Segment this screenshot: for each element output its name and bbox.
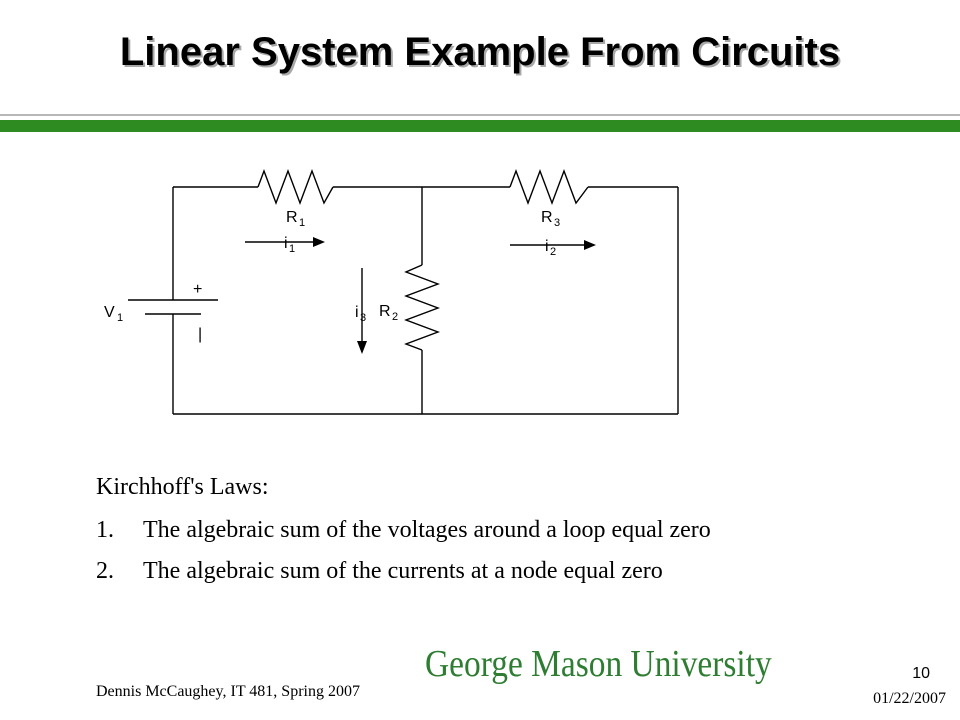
resistor-r1: [257, 169, 334, 205]
list-number: 2.: [96, 558, 114, 584]
r3-label: R: [541, 209, 553, 226]
laws-heading: Kirchhoff's Laws:: [96, 474, 269, 500]
list-item: 1. The algebraic sum of the voltages aro…: [96, 517, 856, 544]
i1-label: i: [284, 235, 288, 252]
footer-author: Dennis McCaughey, IT 481, Spring 2007: [96, 683, 360, 700]
slide-title: Linear System Example From Circuits: [119, 30, 841, 74]
r2-label: R: [379, 303, 391, 320]
resistor-r3: [509, 169, 589, 205]
r1-label: R: [286, 209, 298, 226]
v1-label: V: [104, 304, 115, 321]
title-divider: [0, 120, 960, 132]
arrow-i2-head: [584, 240, 596, 250]
arrow-i1-head: [313, 237, 325, 247]
list-text: The algebraic sum of the voltages around…: [143, 517, 711, 543]
i2-label: i: [545, 238, 549, 255]
i1-subscript: 1: [289, 243, 295, 255]
plus-sign: +: [193, 281, 202, 298]
i3-subscript: 3: [360, 312, 366, 324]
university-logo: George Mason University: [425, 643, 772, 685]
r2-subscript: 2: [392, 311, 398, 323]
title-divider-shadow: [0, 114, 960, 116]
content-block: Kirchhoff's Laws: 1. The algebraic sum o…: [96, 474, 856, 599]
minus-sign: |: [198, 326, 202, 343]
r1-subscript: 1: [299, 217, 305, 229]
list-number: 1.: [96, 517, 114, 543]
arrow-i3-head: [357, 341, 367, 354]
footer-date: 01/22/2007: [873, 690, 946, 707]
v1-subscript: 1: [117, 312, 123, 324]
resistor-r2: [404, 264, 440, 351]
i3-label: i: [355, 304, 359, 321]
i2-subscript: 2: [550, 246, 556, 258]
list-item: 2. The algebraic sum of the currents at …: [96, 558, 856, 585]
list-text: The algebraic sum of the currents at a n…: [143, 558, 663, 584]
page-number: 10: [912, 665, 930, 682]
r3-subscript: 3: [554, 217, 560, 229]
